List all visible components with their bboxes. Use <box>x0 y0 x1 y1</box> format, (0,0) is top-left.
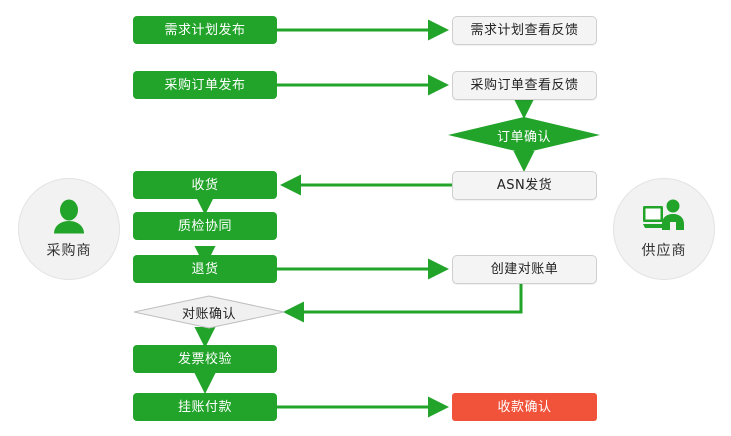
node-po-publish[interactable]: 采购订单发布 <box>133 71 277 99</box>
actor-buyer[interactable]: 采购商 <box>18 178 120 280</box>
node-receive-goods[interactable]: 收货 <box>133 171 277 199</box>
node-demand-plan-feedback[interactable]: 需求计划查看反馈 <box>452 16 597 45</box>
node-receipt-confirm[interactable]: 收款确认 <box>452 393 597 421</box>
person-at-computer-icon <box>641 198 687 238</box>
actor-buyer-label: 采购商 <box>46 243 92 259</box>
actor-supplier-label: 供应商 <box>641 243 687 259</box>
person-icon <box>46 198 92 238</box>
node-return-goods[interactable]: 退货 <box>133 255 277 283</box>
node-quality-check[interactable]: 质检协同 <box>133 212 277 240</box>
node-order-confirm-label: 订单确认 <box>496 129 551 145</box>
node-invoice-verify[interactable]: 发票校验 <box>133 345 277 373</box>
edge-statement-to-confirm <box>283 283 523 323</box>
node-payment[interactable]: 挂账付款 <box>133 393 277 421</box>
node-statement-confirm-label: 对账确认 <box>181 306 236 322</box>
node-statement-confirm[interactable]: 对账确认 <box>133 295 285 329</box>
node-asn-ship[interactable]: ASN发货 <box>452 171 597 200</box>
actor-supplier[interactable]: 供应商 <box>613 178 715 280</box>
node-demand-plan-publish[interactable]: 需求计划发布 <box>133 16 277 44</box>
node-create-statement[interactable]: 创建对账单 <box>452 255 597 284</box>
node-order-confirm[interactable]: 订单确认 <box>448 117 600 153</box>
node-po-feedback[interactable]: 采购订单查看反馈 <box>452 71 597 100</box>
